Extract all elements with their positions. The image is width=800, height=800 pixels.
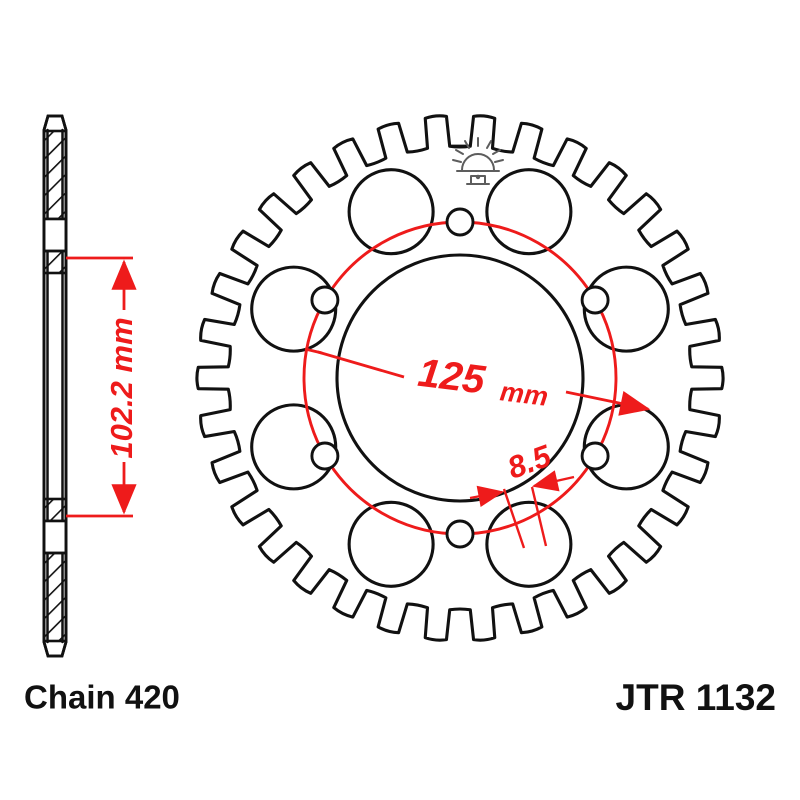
lightening-hole bbox=[347, 168, 435, 256]
side-top-gap-band bbox=[42, 217, 68, 253]
front-face-view bbox=[195, 114, 725, 642]
bolt-circle-arc bbox=[327, 220, 453, 295]
bolt-circle-arcs bbox=[302, 220, 618, 536]
dimension-125mm: 125 mm bbox=[304, 347, 651, 416]
dim-85-witness-left bbox=[502, 488, 526, 549]
side-profile-view bbox=[42, 114, 68, 658]
side-bottom-gap-band bbox=[42, 519, 68, 555]
bolt-circle-arc bbox=[327, 461, 453, 536]
bolt-circle-arc bbox=[302, 306, 323, 450]
bolt-hole bbox=[310, 285, 340, 315]
lightening-hole bbox=[347, 500, 435, 588]
sprocket-tooth-profile bbox=[195, 114, 725, 642]
bolt-hole bbox=[445, 207, 475, 237]
dim-85-arrow-left bbox=[469, 485, 505, 507]
side-profile-outline-overstroke bbox=[42, 114, 68, 658]
bolt-circle-arc bbox=[467, 220, 593, 295]
lightening-hole bbox=[485, 168, 573, 256]
bolt-hole bbox=[445, 519, 475, 549]
dim-125-leader-left bbox=[317, 350, 405, 379]
dim-85-witness-right bbox=[530, 486, 548, 547]
dim-85-arrow-right bbox=[531, 470, 575, 492]
hub-bore-circle bbox=[335, 253, 585, 503]
bolt-hole bbox=[310, 441, 340, 471]
dimension-102-2mm: 102.2 mm bbox=[66, 256, 139, 518]
bolt-hole bbox=[580, 441, 610, 471]
lightening-hole bbox=[485, 500, 573, 588]
side-top-rim-step-hatch bbox=[42, 249, 68, 275]
bolt-holes-group bbox=[310, 207, 610, 549]
dim-125-leader-right bbox=[565, 390, 651, 416]
side-top-tooth-hatch bbox=[42, 129, 68, 221]
part-number-label: JTR 1132 bbox=[616, 677, 776, 718]
chain-size-label: Chain 420 bbox=[24, 679, 180, 716]
dimension-label-125: 125 bbox=[416, 351, 488, 403]
sunrise-icon bbox=[452, 137, 504, 185]
dimension-label-125-unit: mm bbox=[498, 376, 549, 412]
dim-125-stub-left bbox=[304, 347, 323, 355]
lightening-holes-group bbox=[250, 168, 670, 588]
bolt-circle-arc bbox=[597, 306, 618, 450]
dimension-label-102-2mm: 102.2 mm bbox=[104, 317, 139, 458]
bolt-hole bbox=[580, 285, 610, 315]
side-bottom-tooth-hatch bbox=[42, 551, 68, 643]
side-bottom-rim-step-hatch bbox=[42, 497, 68, 523]
